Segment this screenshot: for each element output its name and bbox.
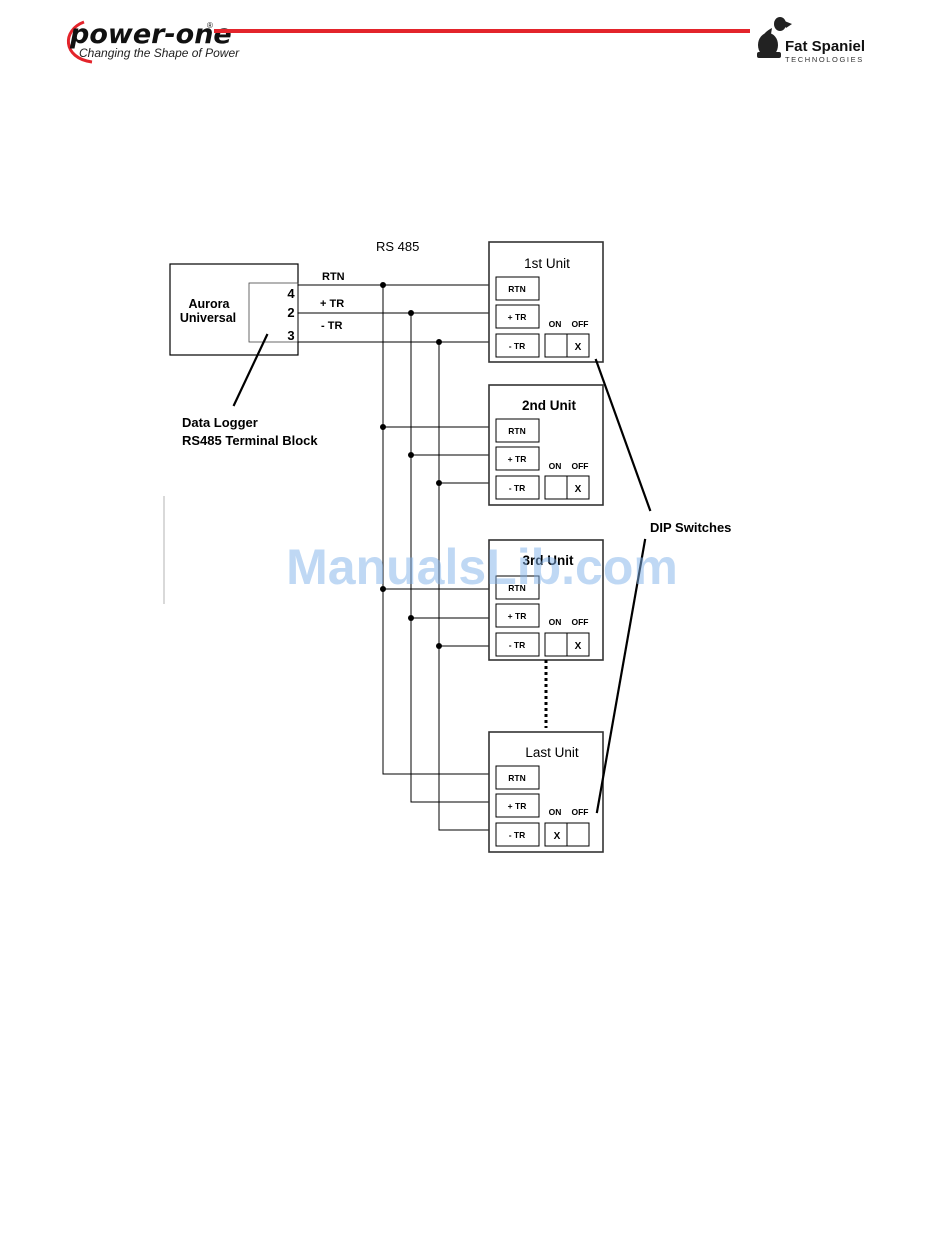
dip-callout-line-top — [596, 360, 650, 510]
logger-title-line1: Aurora — [189, 297, 231, 311]
switch-off-label: OFF — [572, 461, 589, 471]
fat-spaniel-wordmark: Fat Spaniel — [785, 38, 865, 55]
minus-tr-line-label: - TR — [321, 320, 342, 332]
unit-last: Last Unit RTN + TR - TR ON OFF X — [489, 732, 603, 852]
unit-title: Last Unit — [525, 745, 579, 760]
fat-spaniel-subtitle: TECHNOLOGIES — [785, 55, 864, 64]
junction-dot — [380, 282, 386, 288]
unit-title: 2nd Unit — [522, 398, 576, 413]
switch-on-label: ON — [549, 807, 562, 817]
switch-on-label: ON — [549, 461, 562, 471]
power-one-reg-mark: ® — [207, 21, 213, 30]
scan-artifact — [163, 496, 165, 604]
minus-tr-terminal-label: - TR — [509, 640, 526, 650]
dip-off-mark: X — [575, 484, 582, 495]
dip-on-mark: X — [554, 831, 561, 842]
logger-terminal-number: 2 — [287, 305, 294, 320]
plus-tr-terminal-label: + TR — [508, 611, 527, 621]
switch-off-label: OFF — [572, 319, 589, 329]
logger-caption-line2: RS485 Terminal Block — [182, 433, 318, 448]
junction-dot — [436, 480, 442, 486]
dip-off-mark: X — [575, 641, 582, 652]
power-one-tagline: Changing the Shape of Power — [79, 46, 240, 60]
logger-callout-line — [234, 335, 267, 405]
plus-tr-terminal-label: + TR — [508, 454, 527, 464]
plus-tr-terminal-label: + TR — [508, 801, 527, 811]
dip-switches-label: DIP Switches — [650, 520, 731, 535]
fat-spaniel-logo: Fat Spaniel TECHNOLOGIES — [757, 17, 865, 64]
rtn-terminal-label: RTN — [508, 284, 525, 294]
switch-off-label: OFF — [572, 617, 589, 627]
junction-dot — [408, 452, 414, 458]
rtn-terminal-label: RTN — [508, 773, 525, 783]
minus-tr-terminal-label: - TR — [509, 830, 526, 840]
plus-tr-terminal-label: + TR — [508, 312, 527, 322]
unit-title: 1st Unit — [524, 256, 570, 271]
unit-1st: 1st Unit RTN + TR - TR ON OFF X — [489, 242, 603, 362]
switch-on-label: ON — [549, 617, 562, 627]
bus-label: RS 485 — [376, 239, 419, 254]
switch-off-label: OFF — [572, 807, 589, 817]
watermark-text: ManualsLib.com — [286, 539, 678, 595]
logger-terminal-number: 4 — [287, 286, 295, 301]
plus-tr-line-label: + TR — [320, 298, 344, 310]
logger-title-line2: Universal — [180, 311, 236, 325]
junction-dot — [408, 310, 414, 316]
minus-tr-terminal-label: - TR — [509, 341, 526, 351]
minus-tr-terminal-label: - TR — [509, 483, 526, 493]
junction-dot — [408, 615, 414, 621]
junction-dot — [380, 424, 386, 430]
logger-terminal-number: 3 — [287, 328, 294, 343]
switch-on-label: ON — [549, 319, 562, 329]
logger-caption-line1: Data Logger — [182, 415, 258, 430]
power-one-logo: power-one ® Changing the Shape of Power — [68, 19, 240, 62]
rtn-line-label: RTN — [322, 271, 345, 283]
dip-off-mark: X — [575, 342, 582, 353]
junction-dot — [436, 339, 442, 345]
header-rule — [214, 29, 750, 33]
unit-2nd: 2nd Unit RTN + TR - TR ON OFF X — [489, 385, 603, 505]
junction-dot — [436, 643, 442, 649]
rtn-terminal-label: RTN — [508, 426, 525, 436]
